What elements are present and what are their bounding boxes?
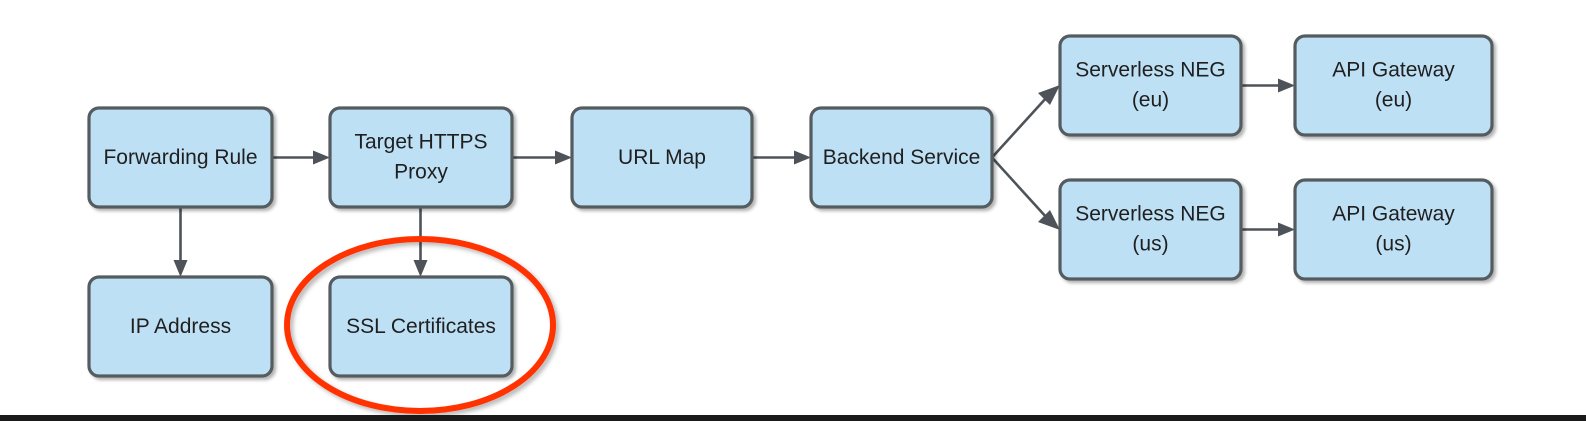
node-serverless-neg-us[interactable]: Serverless NEG (us): [1058, 178, 1243, 281]
node-ssl-certificates-label: SSL Certificates: [346, 315, 496, 338]
edge-backend-service-to-serverless-neg-eu: [991, 85, 1060, 159]
node-ssl-certificates[interactable]: SSL Certificates: [328, 275, 514, 378]
node-forwarding-rule-label: Forwarding Rule: [103, 146, 257, 169]
node-ssl-certificates-box[interactable]: [328, 275, 514, 378]
node-api-gateway-eu-box[interactable]: [1293, 34, 1494, 137]
node-forwarding-rule-box[interactable]: [87, 106, 274, 209]
node-target-https-proxy[interactable]: Target HTTPS Proxy: [328, 106, 514, 209]
highlight-layer: [284, 236, 556, 414]
node-api-gateway-us-box[interactable]: [1293, 178, 1494, 281]
node-api-gateway-us-label-line1: API Gateway: [1332, 203, 1455, 226]
node-ip-address[interactable]: IP Address: [87, 275, 274, 378]
edge-url-map-to-backend-service: [752, 150, 811, 165]
node-url-map[interactable]: URL Map: [570, 106, 754, 209]
edge-forwarding-rule-to-target-https-proxy: [272, 150, 330, 165]
node-backend-service[interactable]: Backend Service: [809, 106, 994, 209]
node-serverless-neg-eu-label-line1: Serverless NEG: [1075, 59, 1226, 82]
node-api-gateway-us-label-line2: (us): [1375, 233, 1411, 256]
bottom-edge-bar: [0, 415, 1586, 421]
node-serverless-neg-eu-label-line2: (eu): [1132, 89, 1169, 112]
node-layer: Forwarding Rule Target HTTPS Proxy URL M…: [87, 34, 1494, 378]
node-target-https-proxy-label-line1: Target HTTPS: [354, 131, 487, 154]
node-api-gateway-us[interactable]: API Gateway (us): [1293, 178, 1494, 281]
ssl-certificates-highlight-ellipse: [284, 236, 556, 414]
node-serverless-neg-us-box[interactable]: [1058, 178, 1243, 281]
edge-forwarding-rule-to-ip-address: [173, 207, 188, 277]
edge-target-https-proxy-to-url-map: [512, 150, 572, 165]
node-backend-service-label: Backend Service: [823, 146, 981, 169]
node-api-gateway-eu[interactable]: API Gateway (eu): [1293, 34, 1494, 137]
node-api-gateway-eu-label-line2: (eu): [1375, 89, 1412, 112]
node-target-https-proxy-box[interactable]: [328, 106, 514, 209]
node-api-gateway-eu-label-line1: API Gateway: [1332, 59, 1455, 82]
node-serverless-neg-eu[interactable]: Serverless NEG (eu): [1058, 34, 1243, 137]
edge-serverless-neg-us-to-api-gateway-us: [1241, 222, 1295, 237]
node-forwarding-rule[interactable]: Forwarding Rule: [87, 106, 274, 209]
edge-backend-service-to-serverless-neg-us: [991, 156, 1060, 230]
node-url-map-box[interactable]: [570, 106, 754, 209]
node-serverless-neg-us-label-line1: Serverless NEG: [1075, 203, 1226, 226]
node-serverless-neg-eu-box[interactable]: [1058, 34, 1243, 137]
node-target-https-proxy-label-line2: Proxy: [394, 161, 448, 184]
node-serverless-neg-us-label-line2: (us): [1132, 233, 1168, 256]
node-url-map-label: URL Map: [618, 146, 706, 169]
node-ip-address-label: IP Address: [130, 315, 231, 338]
node-backend-service-box[interactable]: [809, 106, 994, 209]
edge-target-https-proxy-to-ssl-certificates: [413, 207, 428, 277]
edge-serverless-neg-eu-to-api-gateway-eu: [1241, 78, 1295, 93]
node-ip-address-box[interactable]: [87, 275, 274, 378]
edge-layer: [173, 78, 1295, 277]
